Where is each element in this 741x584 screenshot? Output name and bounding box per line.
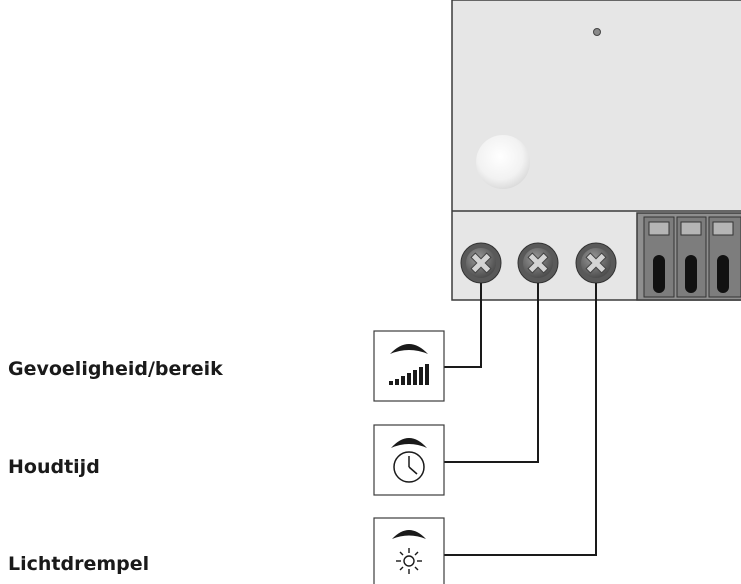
terminal-block [636, 212, 741, 301]
screw-sensitivity[interactable] [460, 242, 502, 284]
status-led [593, 28, 601, 36]
wire-light-threshold [444, 283, 597, 556]
label-hold-time: Houdtijd [8, 456, 100, 478]
wire-hold-time [444, 283, 539, 463]
sun-icon [373, 517, 445, 584]
screw-hold-time[interactable] [517, 242, 559, 284]
leader-lines [444, 283, 597, 556]
clock-icon [373, 424, 445, 496]
adjustment-screws [460, 242, 617, 284]
terminal-3 [708, 216, 741, 298]
terminal-2 [676, 216, 707, 298]
label-light-threshold: Lichtdrempel [8, 553, 150, 575]
screw-light-threshold[interactable] [575, 242, 617, 284]
wire-sensitivity [444, 283, 482, 368]
sensitivity-range-icon [373, 330, 445, 402]
sensor-lens [476, 135, 530, 189]
terminal-1 [643, 216, 675, 298]
label-sensitivity-range: Gevoeligheid/bereik [8, 358, 223, 380]
